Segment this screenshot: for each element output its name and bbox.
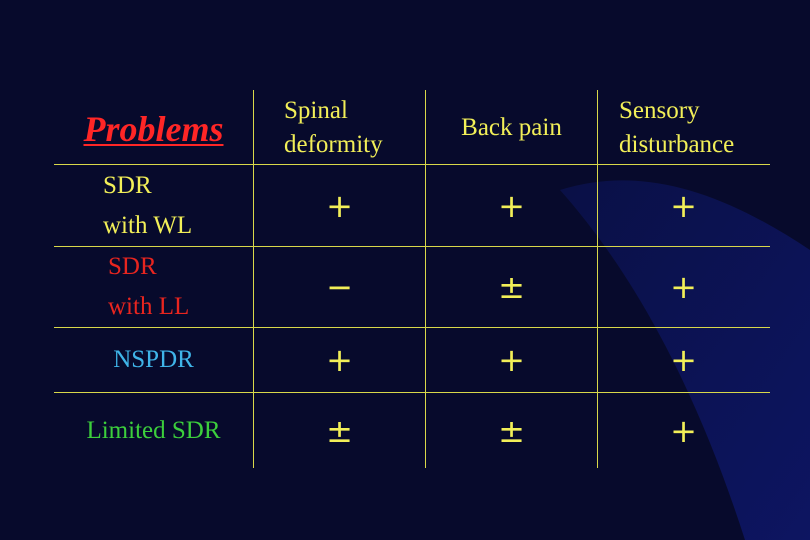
grid-line-header: [54, 164, 770, 165]
row-label-line: with WL: [103, 212, 193, 239]
cell-value: +: [670, 411, 697, 450]
row-label-nspdr: NSPDR: [54, 328, 253, 392]
column-header-line: disturbance: [619, 131, 735, 158]
table-cell: +: [254, 328, 425, 392]
cell-value: ±: [498, 268, 525, 306]
grid-line-col1: [253, 90, 254, 468]
column-header-sensory-disturbance: Sensory disturbance: [619, 94, 769, 162]
row-label-line: with LL: [108, 293, 190, 320]
grid-line-col3: [597, 90, 598, 468]
column-header-line: Spinal: [284, 97, 348, 124]
cell-value: +: [498, 341, 525, 379]
grid-line-row2: [54, 327, 770, 328]
row-label-line: Limited SDR: [86, 416, 221, 444]
table-cell: +: [598, 247, 769, 327]
row-label-line: SDR: [103, 172, 152, 199]
cell-value: +: [498, 186, 525, 225]
table-cell: +: [426, 165, 597, 246]
row-label-line: SDR: [108, 253, 157, 280]
corner-cell: Problems: [54, 96, 253, 162]
row-label-limited-sdr: Limited SDR: [54, 393, 253, 468]
grid-line-row1: [54, 246, 770, 247]
row-label-line: NSPDR: [113, 346, 194, 373]
table-cell: ±: [426, 393, 597, 468]
row-label-sdr-with-wl: SDR with WL: [103, 167, 253, 245]
table-cell: +: [598, 393, 769, 468]
table-cell: +: [254, 165, 425, 246]
cell-value: +: [670, 268, 697, 306]
table-cell: +: [426, 328, 597, 392]
cell-value: +: [670, 341, 697, 379]
cell-value: ±: [498, 411, 525, 450]
table-cell: ±: [254, 393, 425, 468]
table-cell: +: [598, 165, 769, 246]
table-cell: −: [254, 247, 425, 327]
cell-value: −: [326, 268, 353, 306]
cell-value: +: [326, 341, 353, 379]
row-label-sdr-with-ll: SDR with LL: [108, 248, 253, 326]
problems-heading: Problems: [83, 109, 224, 149]
column-header-back-pain: Back pain: [426, 94, 597, 162]
cell-value: ±: [326, 411, 353, 450]
table-cell: ±: [426, 247, 597, 327]
grid-line-col2: [425, 90, 426, 468]
column-header-line: Back pain: [461, 114, 562, 141]
table-cell: +: [598, 328, 769, 392]
column-header-line: Sensory: [619, 97, 700, 124]
grid-line-row3: [54, 392, 770, 393]
cell-value: +: [670, 186, 697, 225]
column-header-spinal-deformity: Spinal deformity: [284, 94, 424, 162]
cell-value: +: [326, 186, 353, 225]
column-header-line: deformity: [284, 131, 383, 158]
